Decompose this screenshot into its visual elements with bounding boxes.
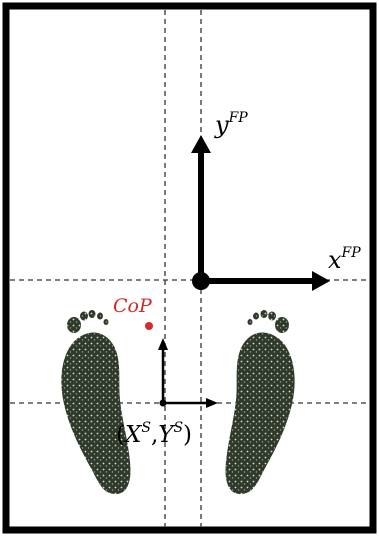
sensor-y-arrowhead [158, 338, 168, 350]
sensor-axes [158, 338, 218, 408]
sensor-x-arrowhead [206, 398, 218, 408]
dashed-guides [10, 10, 370, 527]
sensor-origin-label: (XS,YS) [116, 420, 192, 448]
right-footprint-icon [226, 310, 295, 494]
cop-label: CoP [113, 295, 153, 317]
left-footprint-icon [61, 310, 130, 494]
fp-x-label: xFP [328, 245, 361, 274]
fp-x-arrowhead [312, 271, 330, 291]
force-plate-axes [191, 135, 330, 291]
sensor-origin [160, 400, 167, 407]
fp-y-arrowhead [191, 135, 211, 153]
cop-point [145, 322, 153, 330]
fp-origin [192, 272, 210, 290]
force-plate-frame [6, 6, 373, 530]
fp-y-label: yFP [214, 110, 248, 139]
